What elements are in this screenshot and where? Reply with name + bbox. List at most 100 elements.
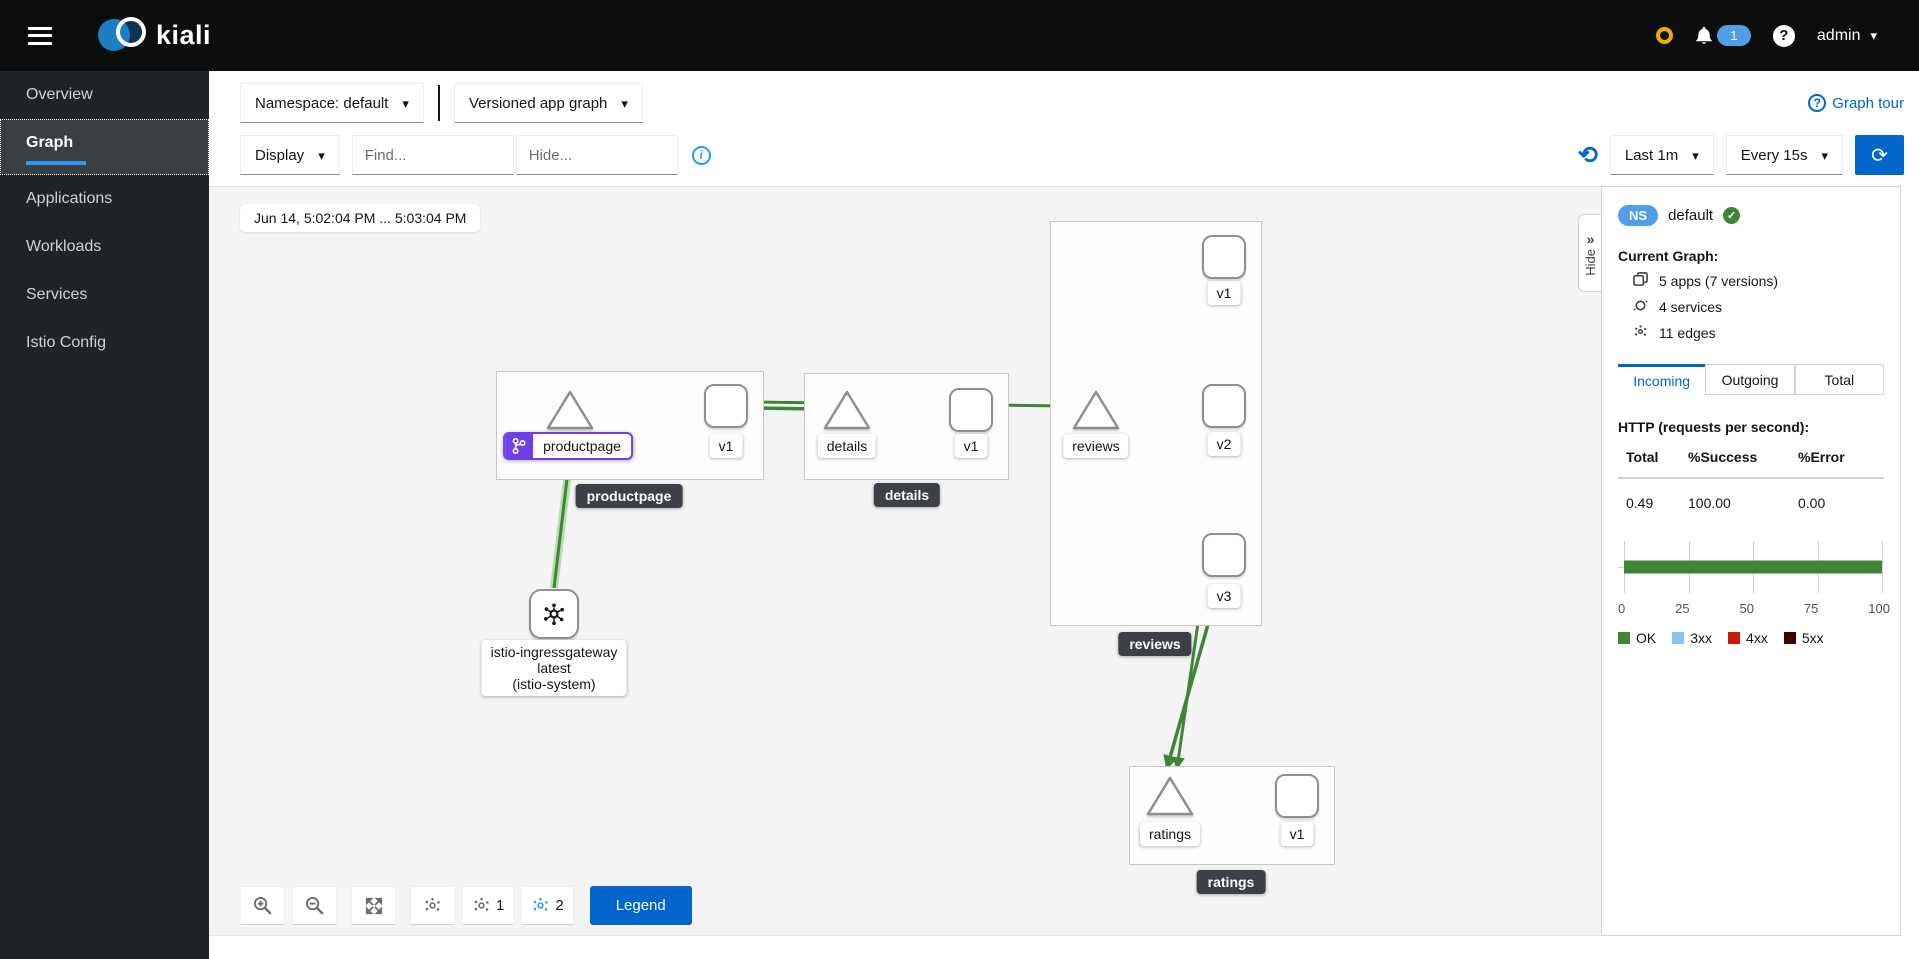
col-total: Total bbox=[1626, 449, 1659, 465]
namespace-dropdown[interactable]: Namespace: default ▾ bbox=[240, 83, 424, 123]
duration-dropdown[interactable]: Last 1m ▾ bbox=[1609, 135, 1714, 175]
node-reviews-v3[interactable] bbox=[1202, 533, 1246, 577]
active-item-underline bbox=[26, 161, 86, 165]
zoom-in-icon bbox=[253, 896, 272, 915]
code-branch-icon bbox=[505, 434, 534, 458]
graph-layout-default-button[interactable] bbox=[410, 886, 455, 925]
hide-input[interactable] bbox=[515, 135, 678, 175]
val-total: 0.49 bbox=[1626, 495, 1654, 511]
graph-toolbar-secondary: Display ▾ i ⟲ Last 1m ▾ Every 15s ▾ ⟳ bbox=[240, 135, 1904, 175]
traffic-tabs: Incoming Outgoing Total bbox=[1618, 364, 1884, 395]
caret-down-icon: ▾ bbox=[1692, 147, 1699, 163]
mesh-layout-1-icon bbox=[474, 897, 489, 911]
graph-canvas[interactable]: Jun 14, 5:02:04 PM ... 5:03:04 PM bbox=[209, 186, 1601, 936]
sidebar-item-applications[interactable]: Applications bbox=[26, 190, 113, 207]
caret-down-icon: ▾ bbox=[318, 147, 325, 163]
col-success: %Success bbox=[1688, 449, 1758, 465]
refresh-interval-dropdown[interactable]: Every 15s ▾ bbox=[1725, 135, 1843, 175]
label-ratings[interactable]: ratings bbox=[1139, 822, 1201, 846]
info-icon[interactable]: i bbox=[691, 145, 711, 165]
tab-total[interactable]: Total bbox=[1794, 364, 1884, 395]
node-details-v1[interactable] bbox=[949, 388, 993, 432]
panel-collapse-tab[interactable]: » Hide bbox=[1578, 214, 1602, 292]
sidebar-item-workloads[interactable]: Workloads bbox=[26, 238, 102, 255]
sidebar-item-overview[interactable]: Overview bbox=[26, 86, 93, 103]
group-label-details[interactable]: details bbox=[873, 483, 941, 507]
label-reviews-v1[interactable]: v1 bbox=[1207, 281, 1241, 305]
legend-4xx-swatch bbox=[1728, 632, 1741, 644]
graph-layout-2-button[interactable]: 2 bbox=[521, 886, 574, 925]
namespace-name[interactable]: default bbox=[1668, 207, 1714, 224]
label-reviews-v2[interactable]: v2 bbox=[1207, 432, 1241, 456]
caret-down-icon: ▾ bbox=[1821, 147, 1828, 163]
refresh-button[interactable]: ⟳ bbox=[1855, 135, 1904, 175]
graph-layout-1-button[interactable]: 1 bbox=[462, 886, 515, 925]
node-ratings-v1[interactable] bbox=[1275, 774, 1319, 818]
tab-incoming[interactable]: Incoming bbox=[1618, 364, 1706, 395]
label-details[interactable]: details bbox=[817, 434, 877, 458]
find-input[interactable] bbox=[351, 135, 514, 175]
notification-badge: 1 bbox=[1716, 25, 1751, 46]
group-label-productpage[interactable]: productpage bbox=[575, 484, 683, 508]
mesh-status-icon[interactable] bbox=[1655, 27, 1673, 44]
nav-toggle-icon[interactable] bbox=[28, 26, 52, 45]
sidebar-item-graph[interactable]: Graph bbox=[0, 119, 209, 175]
node-reviews-v2[interactable] bbox=[1202, 384, 1246, 428]
traffic-status-chart bbox=[1618, 541, 1883, 593]
label-productpage-v1[interactable]: v1 bbox=[709, 434, 743, 458]
sidebar-item-istio-config[interactable]: Istio Config bbox=[26, 334, 107, 351]
user-menu[interactable]: admin ▾ bbox=[1817, 27, 1877, 45]
caret-down-icon: ▾ bbox=[621, 95, 628, 111]
health-check-icon: ✓ bbox=[1723, 207, 1741, 224]
label-productpage-selected[interactable]: productpage bbox=[503, 432, 633, 460]
kiali-logo: kiali bbox=[98, 16, 211, 55]
tab-outgoing[interactable]: Outgoing bbox=[1705, 364, 1795, 395]
val-error: 0.00 bbox=[1798, 495, 1826, 511]
graph-toolbar-primary: Namespace: default ▾ Versioned app graph… bbox=[240, 83, 1904, 123]
label-ratings-v1[interactable]: v1 bbox=[1280, 822, 1314, 846]
node-details-service[interactable] bbox=[821, 388, 873, 432]
applications-icon bbox=[1632, 272, 1649, 290]
graph-type-dropdown[interactable]: Versioned app graph ▾ bbox=[453, 83, 643, 123]
replay-history-icon[interactable]: ⟲ bbox=[1577, 141, 1598, 169]
time-range-chip: Jun 14, 5:02:04 PM ... 5:03:04 PM bbox=[240, 204, 481, 232]
graph-tour-link[interactable]: ? Graph tour bbox=[1808, 94, 1904, 112]
node-reviews-v1[interactable] bbox=[1202, 235, 1246, 279]
help-icon[interactable]: ? bbox=[1772, 24, 1795, 47]
caret-down-icon: ▾ bbox=[1870, 28, 1877, 43]
node-ratings-service[interactable] bbox=[1144, 774, 1196, 818]
chevron-double-right-icon: » bbox=[1586, 230, 1595, 247]
sync-icon: ⟳ bbox=[1871, 144, 1888, 167]
node-istio-ingressgateway[interactable] bbox=[529, 589, 579, 639]
kiali-logo-icon bbox=[98, 16, 150, 55]
zoom-out-button[interactable] bbox=[292, 886, 337, 925]
label-details-v1[interactable]: v1 bbox=[954, 434, 988, 458]
group-label-ratings[interactable]: ratings bbox=[1196, 870, 1266, 894]
legend-ok-swatch bbox=[1618, 632, 1630, 644]
label-istio-ingressgateway[interactable]: istio-ingressgateway latest (istio-syste… bbox=[481, 640, 627, 696]
zoom-in-button[interactable] bbox=[240, 886, 285, 925]
val-success: 100.00 bbox=[1688, 495, 1731, 511]
col-error: %Error bbox=[1798, 449, 1845, 465]
legend-button[interactable]: Legend bbox=[589, 886, 692, 925]
chart-x-ticks: 0 25 50 75 100 bbox=[1618, 601, 1890, 616]
display-dropdown[interactable]: Display ▾ bbox=[240, 135, 340, 175]
edges-icon bbox=[1632, 324, 1649, 342]
label-reviews-v3[interactable]: v3 bbox=[1207, 584, 1241, 608]
node-productpage-v1[interactable] bbox=[704, 384, 748, 428]
zoom-out-icon bbox=[305, 896, 324, 915]
node-reviews-service[interactable] bbox=[1070, 388, 1122, 432]
label-reviews[interactable]: reviews bbox=[1063, 434, 1129, 458]
mesh-icon bbox=[544, 603, 564, 626]
node-productpage-service[interactable] bbox=[544, 388, 596, 432]
services-icon bbox=[1632, 298, 1649, 316]
graph-tools: 1 2 Legend bbox=[240, 886, 692, 925]
sidebar-item-services[interactable]: Services bbox=[26, 286, 88, 303]
group-label-reviews[interactable]: reviews bbox=[1118, 632, 1192, 656]
stat-services: 4 services bbox=[1632, 298, 1884, 316]
notifications-button[interactable]: 1 bbox=[1695, 25, 1751, 46]
caret-down-icon: ▾ bbox=[402, 95, 409, 111]
masthead: kiali 1 ? admin ▾ bbox=[0, 0, 1919, 71]
expand-arrows-icon bbox=[365, 897, 382, 914]
fit-to-screen-button[interactable] bbox=[351, 886, 396, 925]
